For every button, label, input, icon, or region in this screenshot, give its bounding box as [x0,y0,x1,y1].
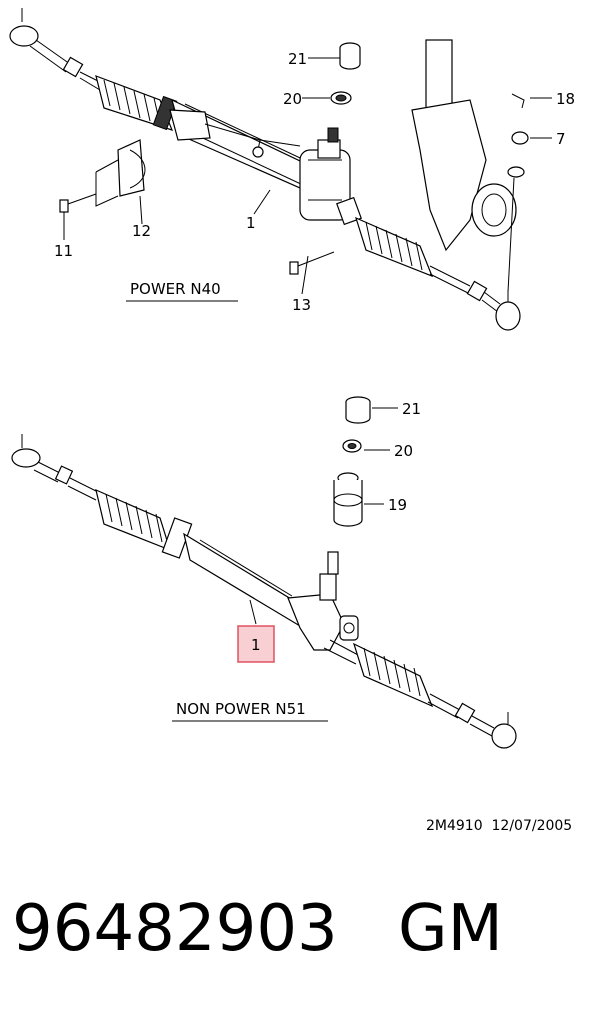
left-tie-rod-end [9,8,101,91]
rack-housing-power [169,98,362,226]
caption-power: POWER N40 [130,280,221,298]
rack-tube-non-power [183,532,361,665]
steering-knuckle [411,39,529,293]
right-bellows [355,216,521,331]
bush-stack-b [333,396,371,527]
bolt-11 [59,193,97,213]
bush-upper [330,42,361,105]
label-a-20: 20 [283,90,302,108]
brand-name: GM [398,892,503,966]
left-bellows [95,75,178,131]
left-bellows-b [95,488,193,559]
label-a-7: 7 [556,130,566,148]
label-b-1: 1 [251,636,261,654]
label-a-18: 18 [556,90,575,108]
bolt-13 [289,251,335,275]
label-a-1: 1 [246,214,256,232]
right-bellows-b [353,642,517,749]
mounting-bracket [95,139,146,207]
highlight-box[interactable] [237,625,275,663]
label-a-12: 12 [132,222,151,240]
reference-code: 2M4910 12/07/2005 [426,818,572,834]
power-steering-diagram: 21 20 18 7 1 12 11 13 POWER N40 [9,8,575,331]
part-number: 96482903 [12,892,338,966]
label-b-20: 20 [394,442,413,460]
label-a-11: 11 [54,242,73,260]
left-tie-rod-end-b [11,434,99,501]
label-b-21: 21 [402,400,421,418]
non-power-steering-diagram: 21 20 19 1 NON POWER N51 [11,396,517,749]
label-a-13: 13 [292,296,311,314]
caption-non-power: NON POWER N51 [176,700,306,718]
label-b-19: 19 [388,496,407,514]
label-a-21: 21 [288,50,307,68]
